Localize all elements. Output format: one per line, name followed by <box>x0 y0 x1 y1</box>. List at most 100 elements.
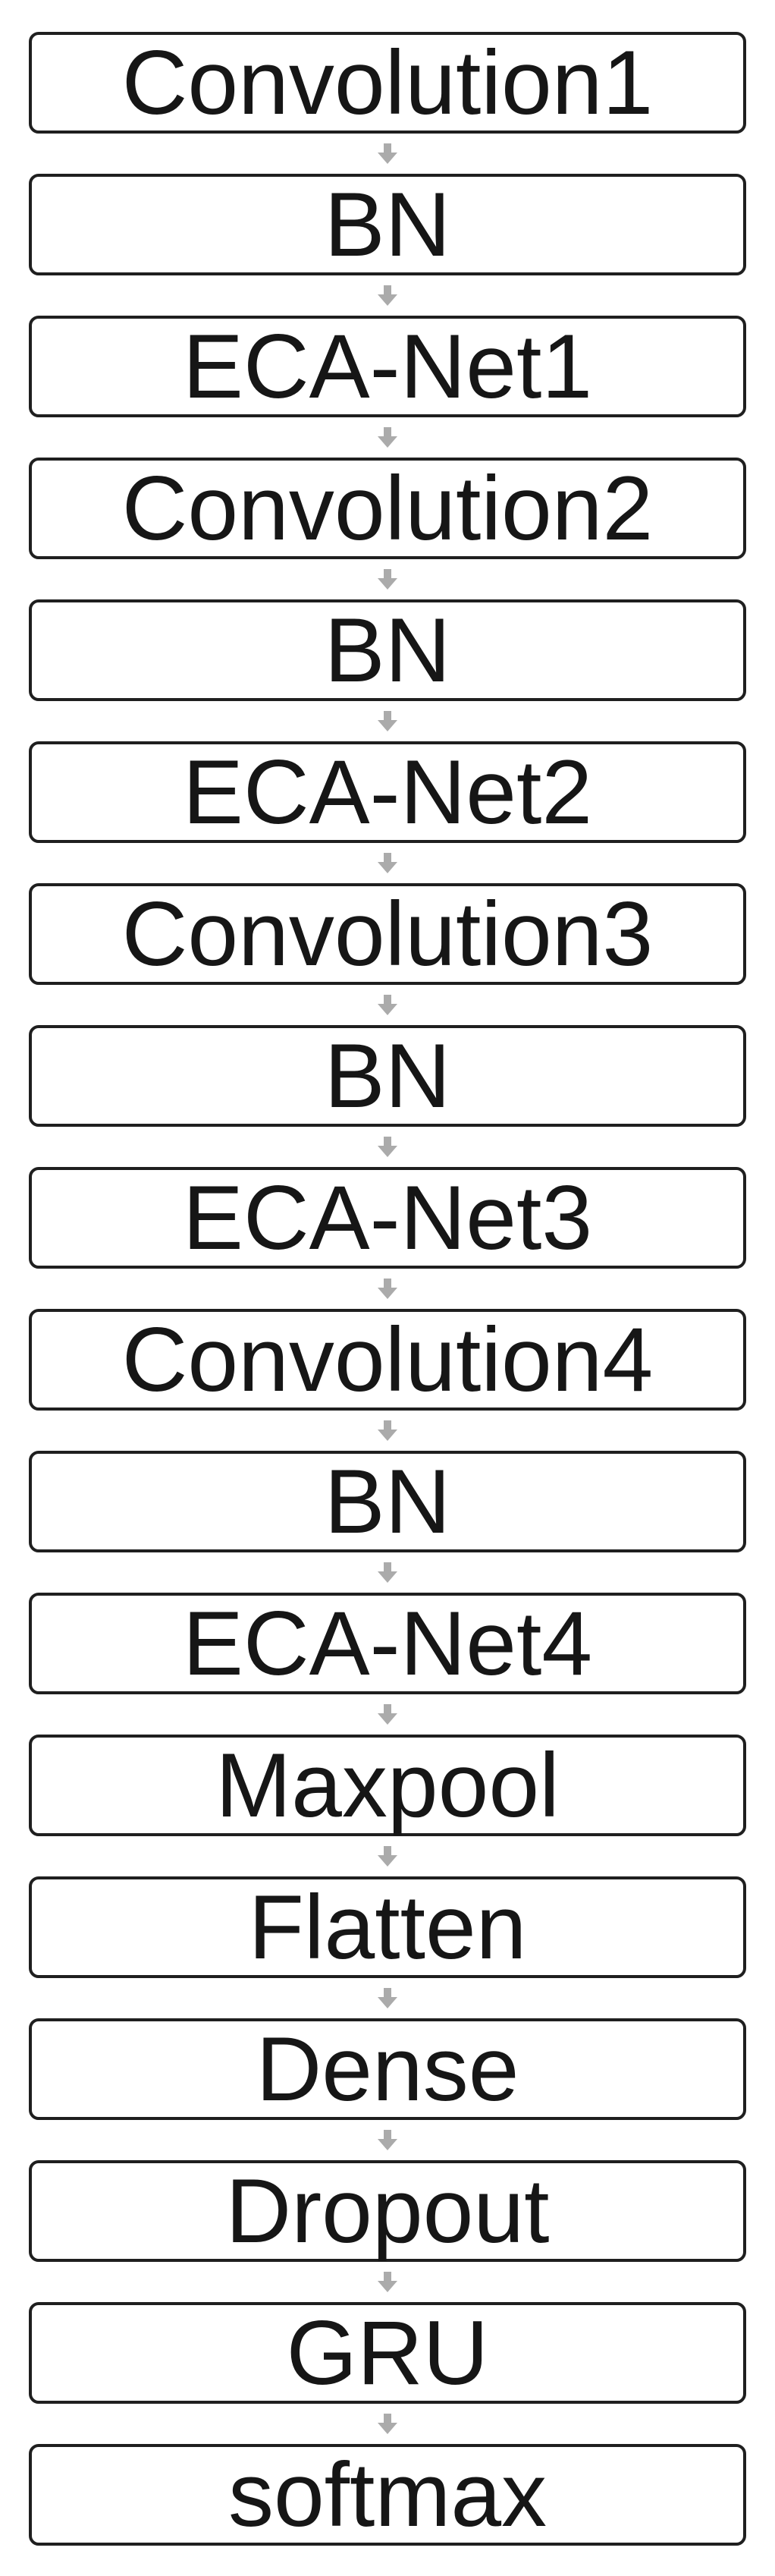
down-arrow-stem <box>384 1988 391 1997</box>
down-arrow-icon <box>378 853 397 873</box>
layer-label: Dropout <box>225 2160 550 2262</box>
down-arrow-stem <box>384 143 391 153</box>
down-arrow-head <box>378 2139 397 2150</box>
layer-label: ECA-Net1 <box>182 316 593 417</box>
layer-label: Maxpool <box>215 1735 560 1836</box>
flow-connector <box>378 1411 397 1451</box>
flow-connector <box>378 1269 397 1309</box>
flow-connector <box>378 1694 397 1735</box>
down-arrow-stem <box>384 1704 391 1713</box>
down-arrow-stem <box>384 711 391 720</box>
flow-connector <box>378 417 397 458</box>
down-arrow-stem <box>384 1279 391 1288</box>
down-arrow-head <box>378 294 397 306</box>
layer-box-bn: BN <box>29 1025 746 1127</box>
layer-box-bn: BN <box>29 599 746 701</box>
down-arrow-head <box>378 1430 397 1441</box>
flow-connector <box>378 1552 397 1593</box>
down-arrow-stem <box>384 1420 391 1430</box>
down-arrow-head <box>378 2423 397 2434</box>
flow-connector <box>378 701 397 741</box>
down-arrow-icon <box>378 1562 397 1583</box>
down-arrow-head <box>378 578 397 590</box>
layer-box-dropout: Dropout <box>29 2160 746 2262</box>
layer-box-bn: BN <box>29 174 746 275</box>
down-arrow-icon <box>378 1279 397 1299</box>
layer-label: BN <box>324 174 451 275</box>
down-arrow-stem <box>384 427 391 436</box>
down-arrow-stem <box>384 995 391 1004</box>
layer-label: ECA-Net2 <box>182 741 593 843</box>
down-arrow-head <box>378 2281 397 2292</box>
layer-box-convolution3: Convolution3 <box>29 883 746 985</box>
down-arrow-head <box>378 1004 397 1015</box>
layer-box-dense: Dense <box>29 2018 746 2120</box>
down-arrow-stem <box>384 853 391 862</box>
layer-box-convolution4: Convolution4 <box>29 1309 746 1411</box>
down-arrow-stem <box>384 2414 391 2423</box>
down-arrow-icon <box>378 1137 397 1157</box>
layer-label: softmax <box>227 2444 548 2546</box>
down-arrow-head <box>378 1997 397 2008</box>
down-arrow-head <box>378 436 397 448</box>
flow-connector <box>378 134 397 174</box>
down-arrow-stem <box>384 1137 391 1146</box>
down-arrow-icon <box>378 569 397 590</box>
layer-box-eca-net2: ECA-Net2 <box>29 741 746 843</box>
flow-connector <box>378 275 397 316</box>
layer-label: BN <box>324 599 451 701</box>
layer-box-convolution2: Convolution2 <box>29 458 746 559</box>
down-arrow-icon <box>378 995 397 1015</box>
layer-label: BN <box>324 1451 451 1552</box>
flow-connector <box>378 2120 397 2160</box>
down-arrow-icon <box>378 711 397 731</box>
layer-label: ECA-Net3 <box>182 1167 593 1269</box>
down-arrow-icon <box>378 1988 397 2008</box>
flow-connector <box>378 1978 397 2018</box>
layer-box-gru: GRU <box>29 2302 746 2404</box>
down-arrow-head <box>378 862 397 873</box>
layer-box-maxpool: Maxpool <box>29 1735 746 1836</box>
flow-connector <box>378 843 397 883</box>
flow-connector <box>378 985 397 1025</box>
layer-box-softmax: softmax <box>29 2444 746 2546</box>
down-arrow-stem <box>384 1846 391 1855</box>
flow-connector <box>378 1127 397 1167</box>
layer-box-bn: BN <box>29 1451 746 1552</box>
down-arrow-icon <box>378 143 397 164</box>
layer-box-flatten: Flatten <box>29 1876 746 1978</box>
layer-box-convolution1: Convolution1 <box>29 32 746 134</box>
down-arrow-icon <box>378 1846 397 1867</box>
down-arrow-stem <box>384 285 391 294</box>
layer-box-eca-net4: ECA-Net4 <box>29 1593 746 1694</box>
down-arrow-stem <box>384 1562 391 1571</box>
flow-connector <box>378 1836 397 1876</box>
layer-label: ECA-Net4 <box>182 1593 593 1694</box>
layer-label: Convolution4 <box>121 1309 654 1411</box>
down-arrow-stem <box>384 569 391 578</box>
down-arrow-icon <box>378 1704 397 1725</box>
layer-label: Dense <box>256 2018 519 2120</box>
down-arrow-stem <box>384 2130 391 2139</box>
down-arrow-head <box>378 153 397 164</box>
down-arrow-head <box>378 1713 397 1725</box>
down-arrow-head <box>378 1288 397 1299</box>
flow-connector <box>378 559 397 599</box>
down-arrow-stem <box>384 2272 391 2281</box>
down-arrow-head <box>378 720 397 731</box>
down-arrow-head <box>378 1855 397 1867</box>
down-arrow-head <box>378 1571 397 1583</box>
layer-label: Convolution2 <box>121 458 654 559</box>
layer-label: Convolution1 <box>121 32 654 134</box>
down-arrow-icon <box>378 2414 397 2434</box>
down-arrow-head <box>378 1146 397 1157</box>
layer-label: Convolution3 <box>121 883 654 985</box>
down-arrow-icon <box>378 2272 397 2292</box>
layer-box-eca-net3: ECA-Net3 <box>29 1167 746 1269</box>
down-arrow-icon <box>378 2130 397 2150</box>
layer-label: Flatten <box>248 1876 527 1978</box>
layer-box-eca-net1: ECA-Net1 <box>29 316 746 417</box>
flow-connector <box>378 2262 397 2302</box>
layer-label: BN <box>324 1025 451 1127</box>
